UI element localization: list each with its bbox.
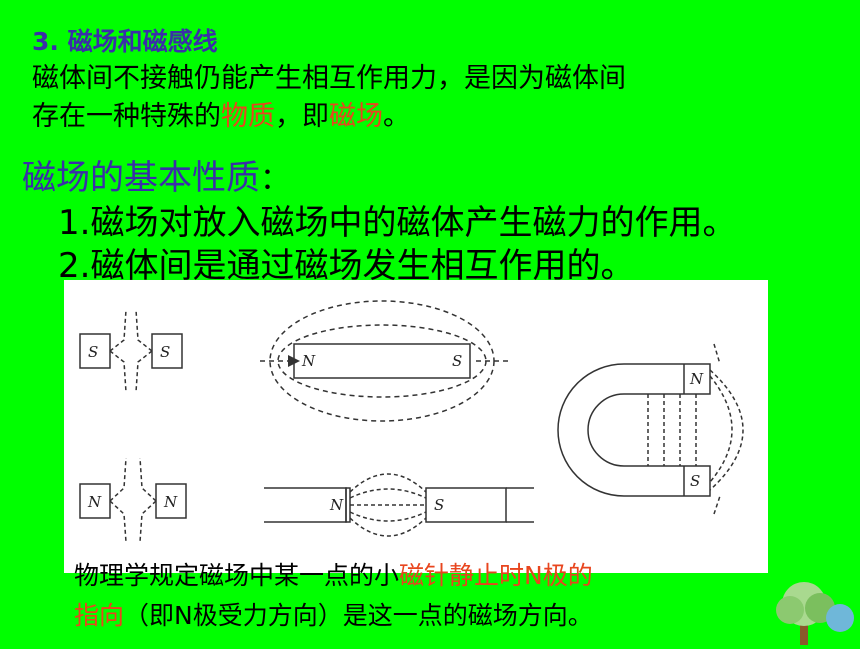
intro-line-1: 磁体间不接触仍能产生相互作用力，是因为磁体间 bbox=[32, 63, 626, 94]
pole-label: N bbox=[301, 352, 316, 370]
property-item-2: 2.磁体间是通过磁场发生相互作用的。 bbox=[58, 246, 635, 286]
intro-text: 。 bbox=[383, 101, 410, 132]
tree-icon bbox=[760, 578, 860, 649]
property-item-1: 1.磁场对放入磁场中的磁体产生磁力的作用。 bbox=[58, 203, 737, 243]
rule-highlight: 指向 bbox=[74, 601, 125, 630]
field-direction-rule: 物理学规定磁场中某一点的小磁针静止时N极的 指向（即N极受力方向）是这一点的磁场… bbox=[74, 556, 593, 636]
pole-label: N bbox=[87, 493, 102, 511]
properties-heading: 磁场的基本性质： bbox=[22, 150, 290, 199]
pole-label: N bbox=[163, 493, 178, 511]
pole-label: N bbox=[329, 496, 344, 514]
highlight-field: 磁场 bbox=[329, 101, 383, 132]
intro-text: 存在一种特殊的 bbox=[32, 101, 221, 132]
pole-label: S bbox=[452, 352, 462, 370]
rule-highlight: 磁针静止时N极的 bbox=[399, 561, 593, 590]
section-title: 3. 磁场和磁感线 bbox=[32, 27, 218, 56]
heading-colon: ： bbox=[260, 162, 290, 197]
highlight-matter: 物质 bbox=[221, 101, 275, 132]
heading-text: 磁场的基本性质 bbox=[22, 158, 260, 198]
pole-label: S bbox=[88, 343, 98, 361]
field-lines-diagram: S S N N N S N S N S bbox=[79, 300, 744, 543]
intro-paragraph: 磁体间不接触仍能产生相互作用力，是因为磁体间 存在一种特殊的物质，即磁场。 bbox=[32, 60, 832, 136]
pole-label: S bbox=[160, 343, 170, 361]
magnetic-field-figure: S S N N N S N S N S bbox=[64, 280, 768, 573]
rule-line-2: 指向（即N极受力方向）是这一点的磁场方向。 bbox=[74, 596, 593, 636]
pole-label: S bbox=[690, 472, 700, 490]
rule-text: （即N极受力方向）是这一点的磁场方向。 bbox=[124, 601, 593, 630]
pole-label: N bbox=[689, 370, 704, 388]
intro-line-2: 存在一种特殊的物质，即磁场。 bbox=[32, 98, 832, 136]
pole-label: S bbox=[434, 496, 444, 514]
rule-line-1: 物理学规定磁场中某一点的小磁针静止时N极的 bbox=[74, 556, 593, 596]
intro-text: ，即 bbox=[275, 101, 329, 132]
rule-text: 物理学规定磁场中某一点的小 bbox=[74, 561, 400, 590]
